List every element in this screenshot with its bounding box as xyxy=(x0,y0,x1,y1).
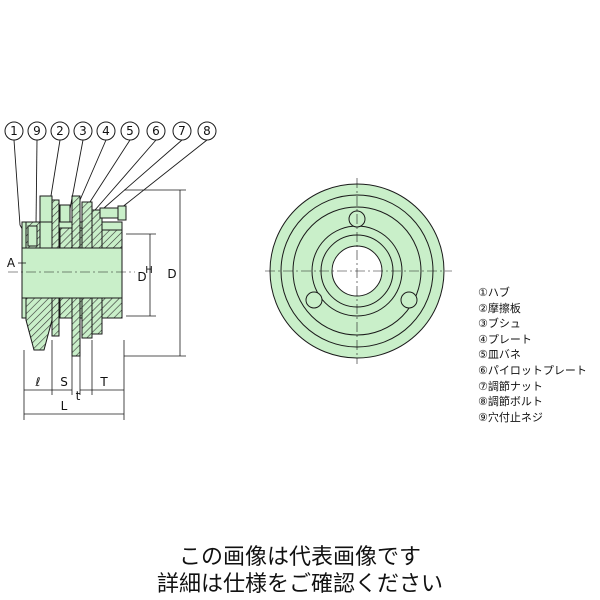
spring-upper xyxy=(81,201,93,249)
legend-item-plate: ④プレート xyxy=(478,332,532,346)
side-section-view xyxy=(21,195,127,357)
dim-label-DH-sub: H xyxy=(145,265,153,276)
hub-section-lower xyxy=(25,297,53,351)
callout-label-6: 6 xyxy=(152,124,160,138)
plate-lower xyxy=(71,297,81,357)
bolt-hole-right xyxy=(400,291,418,309)
parts-legend: ①ハブ ②摩擦板 ③ブシュ ④プレート ⑤皿バネ ⑥パイロットプレート ⑦調節ナ… xyxy=(478,285,587,425)
legend-item-pilot-plate: ⑥パイロットプレート xyxy=(478,363,587,377)
pilot-plate-lower xyxy=(91,297,103,335)
representative-image-caption: この画像は代表画像です 詳細は仕様をご確認ください xyxy=(0,544,600,598)
dim-label-D: D xyxy=(167,267,176,281)
dimension-lines xyxy=(18,189,186,420)
bore xyxy=(21,247,123,299)
legend-item-adjust-nut: ⑦調節ナット xyxy=(478,379,543,393)
dim-label-A: A xyxy=(7,256,16,270)
callout-label-2: 2 xyxy=(56,124,64,138)
dim-label-L: L xyxy=(61,399,68,413)
dim-label-S: S xyxy=(60,375,68,389)
callout-label-1: 1 xyxy=(10,124,18,138)
dim-label-l: ℓ xyxy=(35,375,41,389)
front-view-centerlines xyxy=(265,178,452,364)
legend-item-disc-spring: ⑤皿バネ xyxy=(478,348,521,362)
spring-lower xyxy=(81,297,93,339)
adjust-nut-lower xyxy=(101,297,123,319)
legend-item-hub: ①ハブ xyxy=(478,286,510,299)
set-screw xyxy=(27,225,38,247)
callout-label-9: 9 xyxy=(33,124,41,138)
adjust-nut-upper xyxy=(101,229,123,249)
legend-item-friction-plate: ②摩擦板 xyxy=(478,301,521,315)
plate-upper xyxy=(71,195,81,249)
callout-group xyxy=(4,121,217,141)
legend-item-adjust-bolt: ⑧調節ボルト xyxy=(478,395,543,409)
hub-flange xyxy=(22,195,71,223)
leader-lines xyxy=(13,139,208,237)
dim-label-DH: D xyxy=(137,270,146,284)
dim-label-T: T xyxy=(99,375,108,389)
callout-label-7: 7 xyxy=(178,124,186,138)
callout-label-4: 4 xyxy=(102,124,110,138)
bolt-hole-left xyxy=(305,291,323,309)
friction-plate-lower xyxy=(51,297,60,337)
caption-line-2: 詳細は仕様をご確認ください xyxy=(156,572,443,597)
friction-plate-upper xyxy=(51,199,60,249)
dim-label-t: t xyxy=(76,389,81,403)
callout-label-8: 8 xyxy=(203,124,211,138)
legend-item-set-screw: ⑨穴付止ネジ xyxy=(478,410,543,424)
pilot-plate-upper xyxy=(91,209,103,249)
callout-label-5: 5 xyxy=(126,124,134,138)
callout-label-3: 3 xyxy=(79,124,87,138)
caption-line-1: この画像は代表画像です xyxy=(178,545,421,570)
legend-item-bushing: ③ブシュ xyxy=(478,317,521,331)
